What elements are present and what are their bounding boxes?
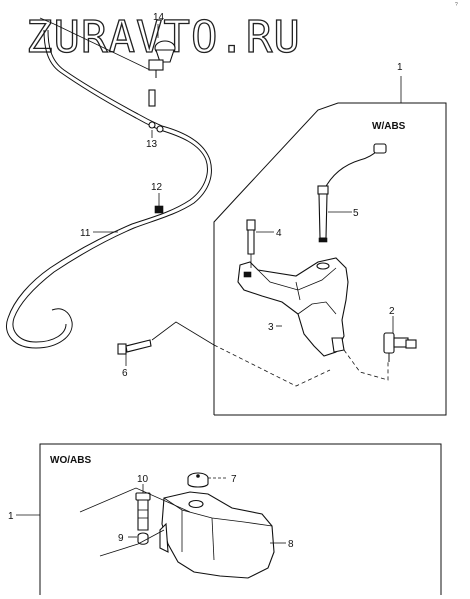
callout-6: 6 <box>122 368 128 379</box>
callout-3: 3 <box>268 322 274 333</box>
washer-reservoir-icon <box>237 257 349 357</box>
washer-pump-icon <box>135 492 151 531</box>
callout-13: 13 <box>146 139 158 150</box>
callout-8: 8 <box>288 539 294 550</box>
bolt-icon <box>246 219 256 268</box>
hose-connector-icon <box>154 205 164 214</box>
watermark-text: ZURAVTO.RU <box>26 12 301 63</box>
callout-10: 10 <box>137 474 149 485</box>
callout-4: 4 <box>276 228 282 239</box>
lower-lower-chevron <box>99 529 165 557</box>
pump-grommet-icon <box>137 532 149 545</box>
callout-9: 9 <box>118 533 124 544</box>
bolt-6-reference-line <box>151 321 215 346</box>
pump-link-line <box>343 349 389 381</box>
washer-reservoir-icon <box>159 491 275 579</box>
washer-hose-inner <box>12 29 212 343</box>
callout-5: 5 <box>353 208 359 219</box>
lower-variant-label: WO/ABS <box>50 455 91 466</box>
washer-nozzle-icon <box>148 40 176 78</box>
washer-pump-icon <box>383 332 417 362</box>
lower-group-bracket <box>39 443 442 595</box>
callout-7: 7 <box>231 474 237 485</box>
lower-assembly-callout: 1 <box>8 511 14 522</box>
callout-12: 12 <box>151 182 163 193</box>
hose-assembly-group: 14 13 12 11 6 <box>6 12 331 387</box>
lower-assembly-group: 1 WO/ABS 8 7 10 <box>8 443 442 595</box>
corner-code: ? <box>455 2 458 8</box>
nozzle-reference-line <box>53 23 151 71</box>
callout-2: 2 <box>389 306 395 317</box>
washer-hose-icon <box>6 29 208 349</box>
callout-14: 14 <box>153 12 165 23</box>
reservoir-cap-icon <box>187 472 209 488</box>
callout-11: 11 <box>80 228 91 239</box>
upper-assembly-group: 1 W/ABS 5 4 3 <box>213 62 447 416</box>
bolt-6-reference-dashed <box>213 344 331 387</box>
level-sensor-icon <box>317 143 387 243</box>
bolt-icon <box>117 339 152 355</box>
upper-group-bracket <box>213 102 447 416</box>
upper-variant-label: W/ABS <box>372 121 406 132</box>
reference-extension <box>39 17 55 25</box>
lower-upper-chevron <box>79 487 191 513</box>
upper-assembly-callout: 1 <box>397 62 403 73</box>
hose-clip <box>148 89 156 107</box>
hose-joint-icon <box>148 121 164 133</box>
